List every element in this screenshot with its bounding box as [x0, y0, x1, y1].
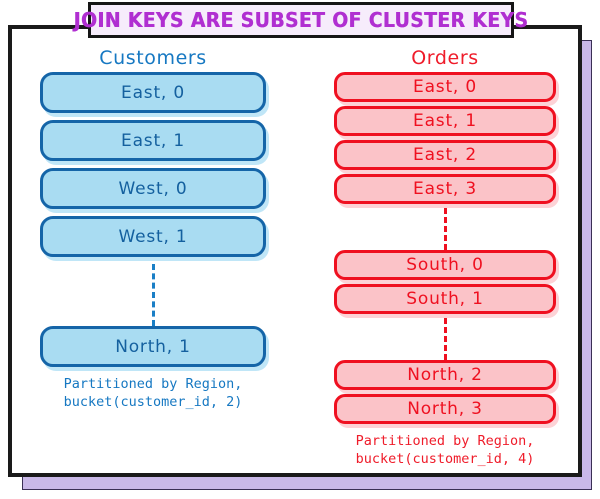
partition-group-customers-1: East, 0 East, 1 West, 0 West, 1 [40, 72, 266, 257]
column-header-orders: Orders [411, 47, 479, 69]
column-orders: Orders East, 0 East, 1 East, 2 East, 3 S… [334, 44, 556, 468]
chip-orders-east-2[interactable]: East, 2 [334, 140, 556, 170]
ellipsis-separator-orders-2 [334, 318, 556, 360]
ellipsis-separator-orders-1 [334, 208, 556, 250]
column-header-customers: Customers [99, 47, 207, 69]
partition-group-orders-1: East, 0 East, 1 East, 2 East, 3 [334, 72, 556, 204]
chip-orders-east-0[interactable]: East, 0 [334, 72, 556, 102]
chip-customers-west-0[interactable]: West, 0 [40, 168, 266, 209]
column-customers: Customers East, 0 East, 1 West, 0 West, … [40, 44, 266, 411]
page-title: JOIN KEYS ARE SUBSET OF CLUSTER KEYS [73, 8, 529, 32]
caption-orders-line1: Partitioned by Region, [355, 433, 535, 449]
caption-orders-line2: bucket(customer_id, 4) [355, 451, 535, 467]
chip-customers-east-0[interactable]: East, 0 [40, 72, 266, 113]
chip-customers-east-1[interactable]: East, 1 [40, 120, 266, 161]
title-banner: JOIN KEYS ARE SUBSET OF CLUSTER KEYS [74, 2, 528, 38]
ellipsis-separator-customers [40, 264, 266, 326]
chip-customers-north-1[interactable]: North, 1 [40, 326, 266, 367]
caption-customers: Partitioned by Region, bucket(customer_i… [40, 375, 266, 411]
caption-customers-line1: Partitioned by Region, [63, 376, 243, 392]
partition-group-customers-2: North, 1 [40, 326, 266, 367]
chip-orders-east-1[interactable]: East, 1 [334, 106, 556, 136]
chip-orders-north-2[interactable]: North, 2 [334, 360, 556, 390]
chip-customers-west-1[interactable]: West, 1 [40, 216, 266, 257]
chip-orders-east-3[interactable]: East, 3 [334, 174, 556, 204]
caption-orders: Partitioned by Region, bucket(customer_i… [334, 432, 556, 468]
chip-orders-south-1[interactable]: South, 1 [334, 284, 556, 314]
partition-group-orders-3: North, 2 North, 3 [334, 360, 556, 424]
chip-orders-south-0[interactable]: South, 0 [334, 250, 556, 280]
partition-group-orders-2: South, 0 South, 1 [334, 250, 556, 314]
caption-customers-line2: bucket(customer_id, 2) [63, 394, 243, 410]
chip-orders-north-3[interactable]: North, 3 [334, 394, 556, 424]
